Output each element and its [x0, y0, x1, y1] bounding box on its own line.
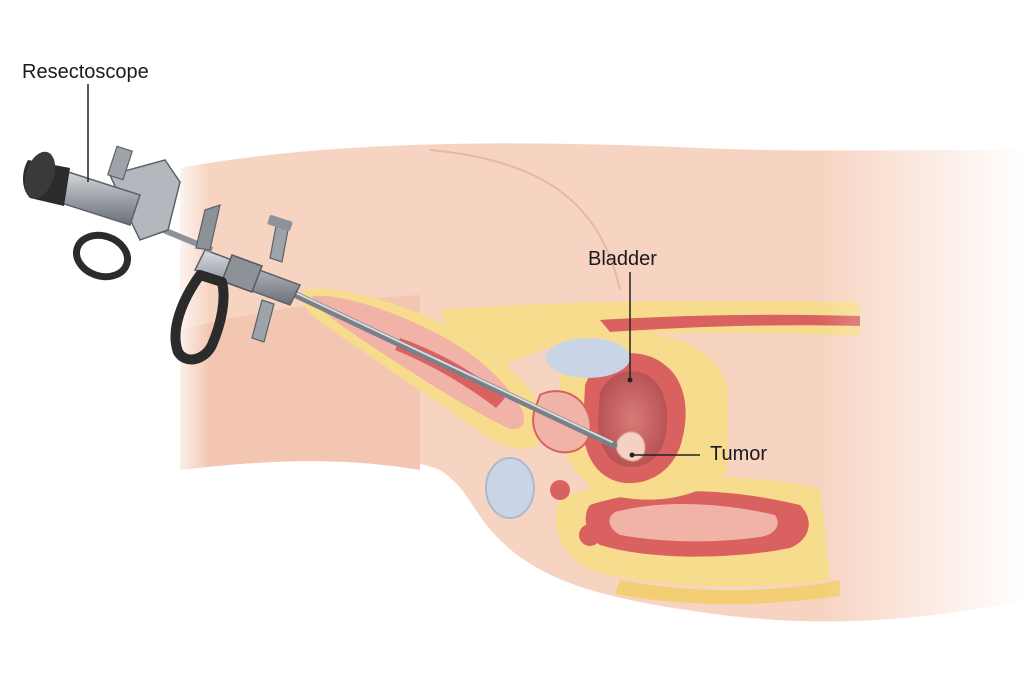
tumor-label: Tumor — [710, 443, 768, 465]
muscle-band — [600, 314, 860, 332]
right-fade — [820, 130, 1024, 630]
lower-fat-strip — [615, 580, 840, 604]
bowel — [556, 475, 840, 604]
eyepiece-rim — [24, 151, 56, 199]
resectoscope-label: Resectoscope — [22, 61, 149, 83]
scope-sheath — [286, 288, 618, 449]
leader-lines — [87, 84, 700, 458]
cylinder-port — [107, 145, 133, 181]
testis — [485, 457, 535, 519]
valve-top-cap — [267, 215, 293, 231]
valve-bottom — [251, 299, 275, 343]
trigger-lever — [195, 204, 221, 251]
tumor-leader-dot — [629, 452, 635, 458]
tumor-mass — [615, 431, 646, 462]
rectum-lumen — [609, 504, 778, 542]
scope-collar — [221, 254, 263, 293]
vessel-3 — [579, 524, 601, 546]
pubic-bone — [546, 338, 630, 378]
abdominal-wall — [440, 300, 860, 390]
scope-sheath-highlight — [289, 289, 613, 443]
thumb-ring — [73, 231, 131, 281]
grip-handle — [170, 270, 229, 365]
vessel-2 — [550, 480, 570, 500]
bladder-leader-dot — [627, 377, 633, 383]
thigh-fold — [429, 149, 621, 291]
resectoscope-instrument — [23, 145, 618, 449]
bladder-label: Bladder — [588, 248, 657, 270]
